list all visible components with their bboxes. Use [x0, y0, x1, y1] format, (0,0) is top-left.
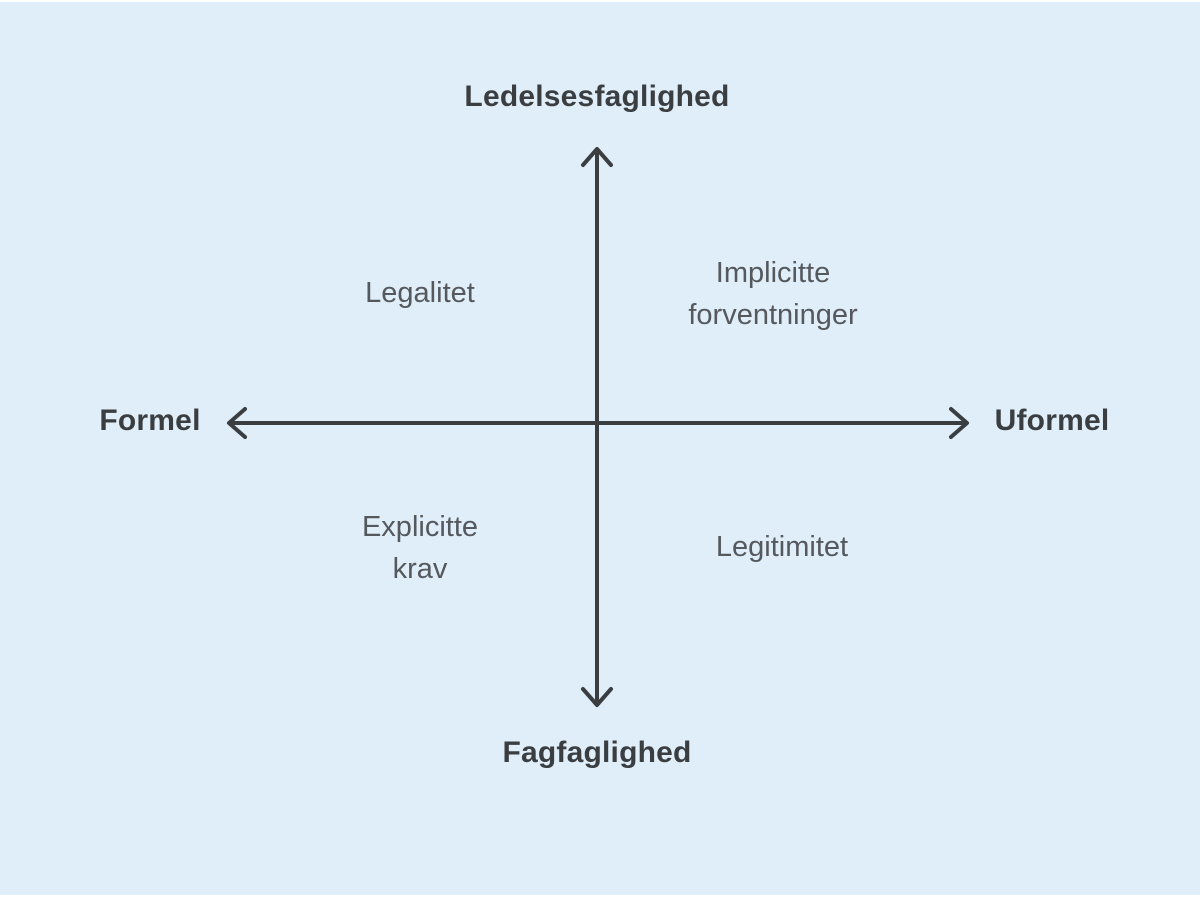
- quadrant-label-top-left: Legalitet: [365, 277, 475, 309]
- axis-label-top: Ledelsesfaglighed: [464, 80, 730, 113]
- quadrant-label-bottom-right: Legitimitet: [715, 531, 849, 563]
- axis-label-right: Uformel: [994, 404, 1110, 437]
- quadrant-label-top-right: Implicitte forventninger: [688, 257, 858, 331]
- arrowhead-up-icon: [581, 147, 613, 167]
- arrowhead-right-icon: [949, 407, 969, 439]
- axis-label-left: Formel: [99, 404, 201, 437]
- axis-label-bottom: Fagfaglighed: [502, 736, 692, 769]
- arrowhead-down-icon: [581, 687, 613, 707]
- quadrant-label-bottom-left: Explicitte krav: [361, 511, 479, 585]
- arrowhead-left-icon: [227, 407, 247, 439]
